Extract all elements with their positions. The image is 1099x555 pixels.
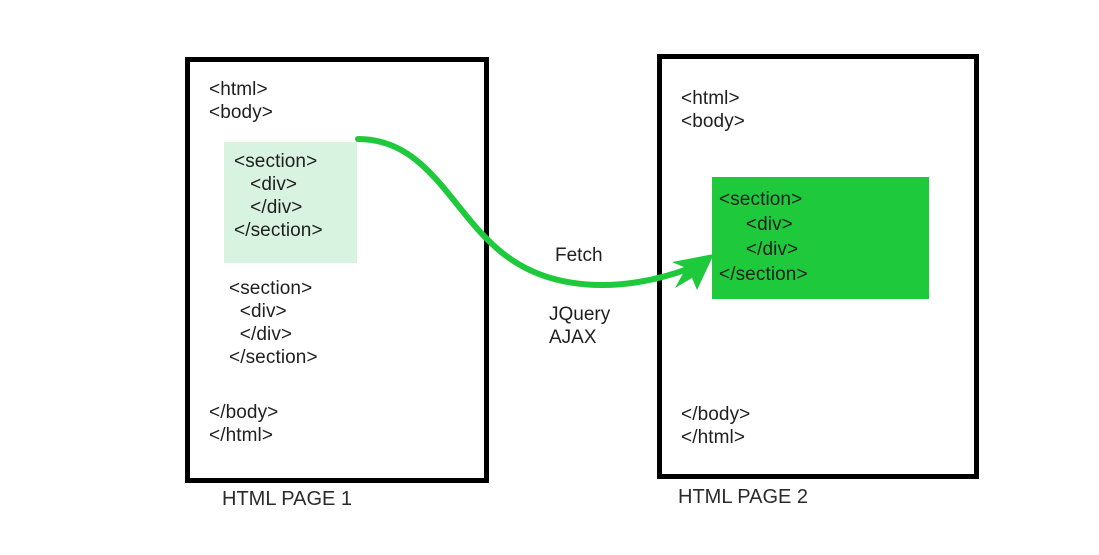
page1-highlight-line-div-close: </div>	[234, 197, 303, 218]
page2-fetched-line-section-open: <section>	[719, 189, 803, 210]
page1-line2-section-open: <section>	[229, 278, 313, 299]
arrow-label-jquery: JQuery	[549, 304, 611, 325]
html-page-2-caption: HTML PAGE 2	[678, 486, 809, 508]
page1-line-body-open: <body>	[209, 102, 273, 123]
page1-highlight-line-div-open: <div>	[234, 174, 298, 195]
page2-fetched-line-div-close: </div>	[719, 239, 799, 260]
arrow-label-ajax: AJAX	[549, 327, 597, 348]
page2-line-body-close: </body>	[681, 404, 751, 425]
page1-line2-div-open: <div>	[229, 301, 287, 322]
page2-fetched-line-section-close: </section>	[719, 264, 808, 285]
page1-line-html-close: </html>	[209, 425, 274, 446]
page1-line-body-close: </body>	[209, 402, 279, 423]
page1-line2-div-close: </div>	[229, 324, 293, 345]
page2-fetched-line-div-open: <div>	[719, 214, 793, 235]
page2-fetched-fragment-block	[712, 177, 929, 299]
arrow-label-fetch: Fetch	[555, 245, 603, 266]
page2-line-html-close: </html>	[681, 427, 746, 448]
page1-line-html-open: <html>	[209, 79, 268, 100]
page1-highlight-line-section-close: </section>	[234, 220, 323, 241]
html-page-1-caption: HTML PAGE 1	[222, 488, 353, 510]
page1-highlighted-fragment-block	[224, 142, 357, 263]
page2-line-html-open: <html>	[681, 88, 740, 109]
page1-line2-section-close: </section>	[229, 347, 318, 368]
page2-line-body-open: <body>	[681, 111, 745, 132]
page1-highlight-line-section-open: <section>	[234, 151, 318, 172]
